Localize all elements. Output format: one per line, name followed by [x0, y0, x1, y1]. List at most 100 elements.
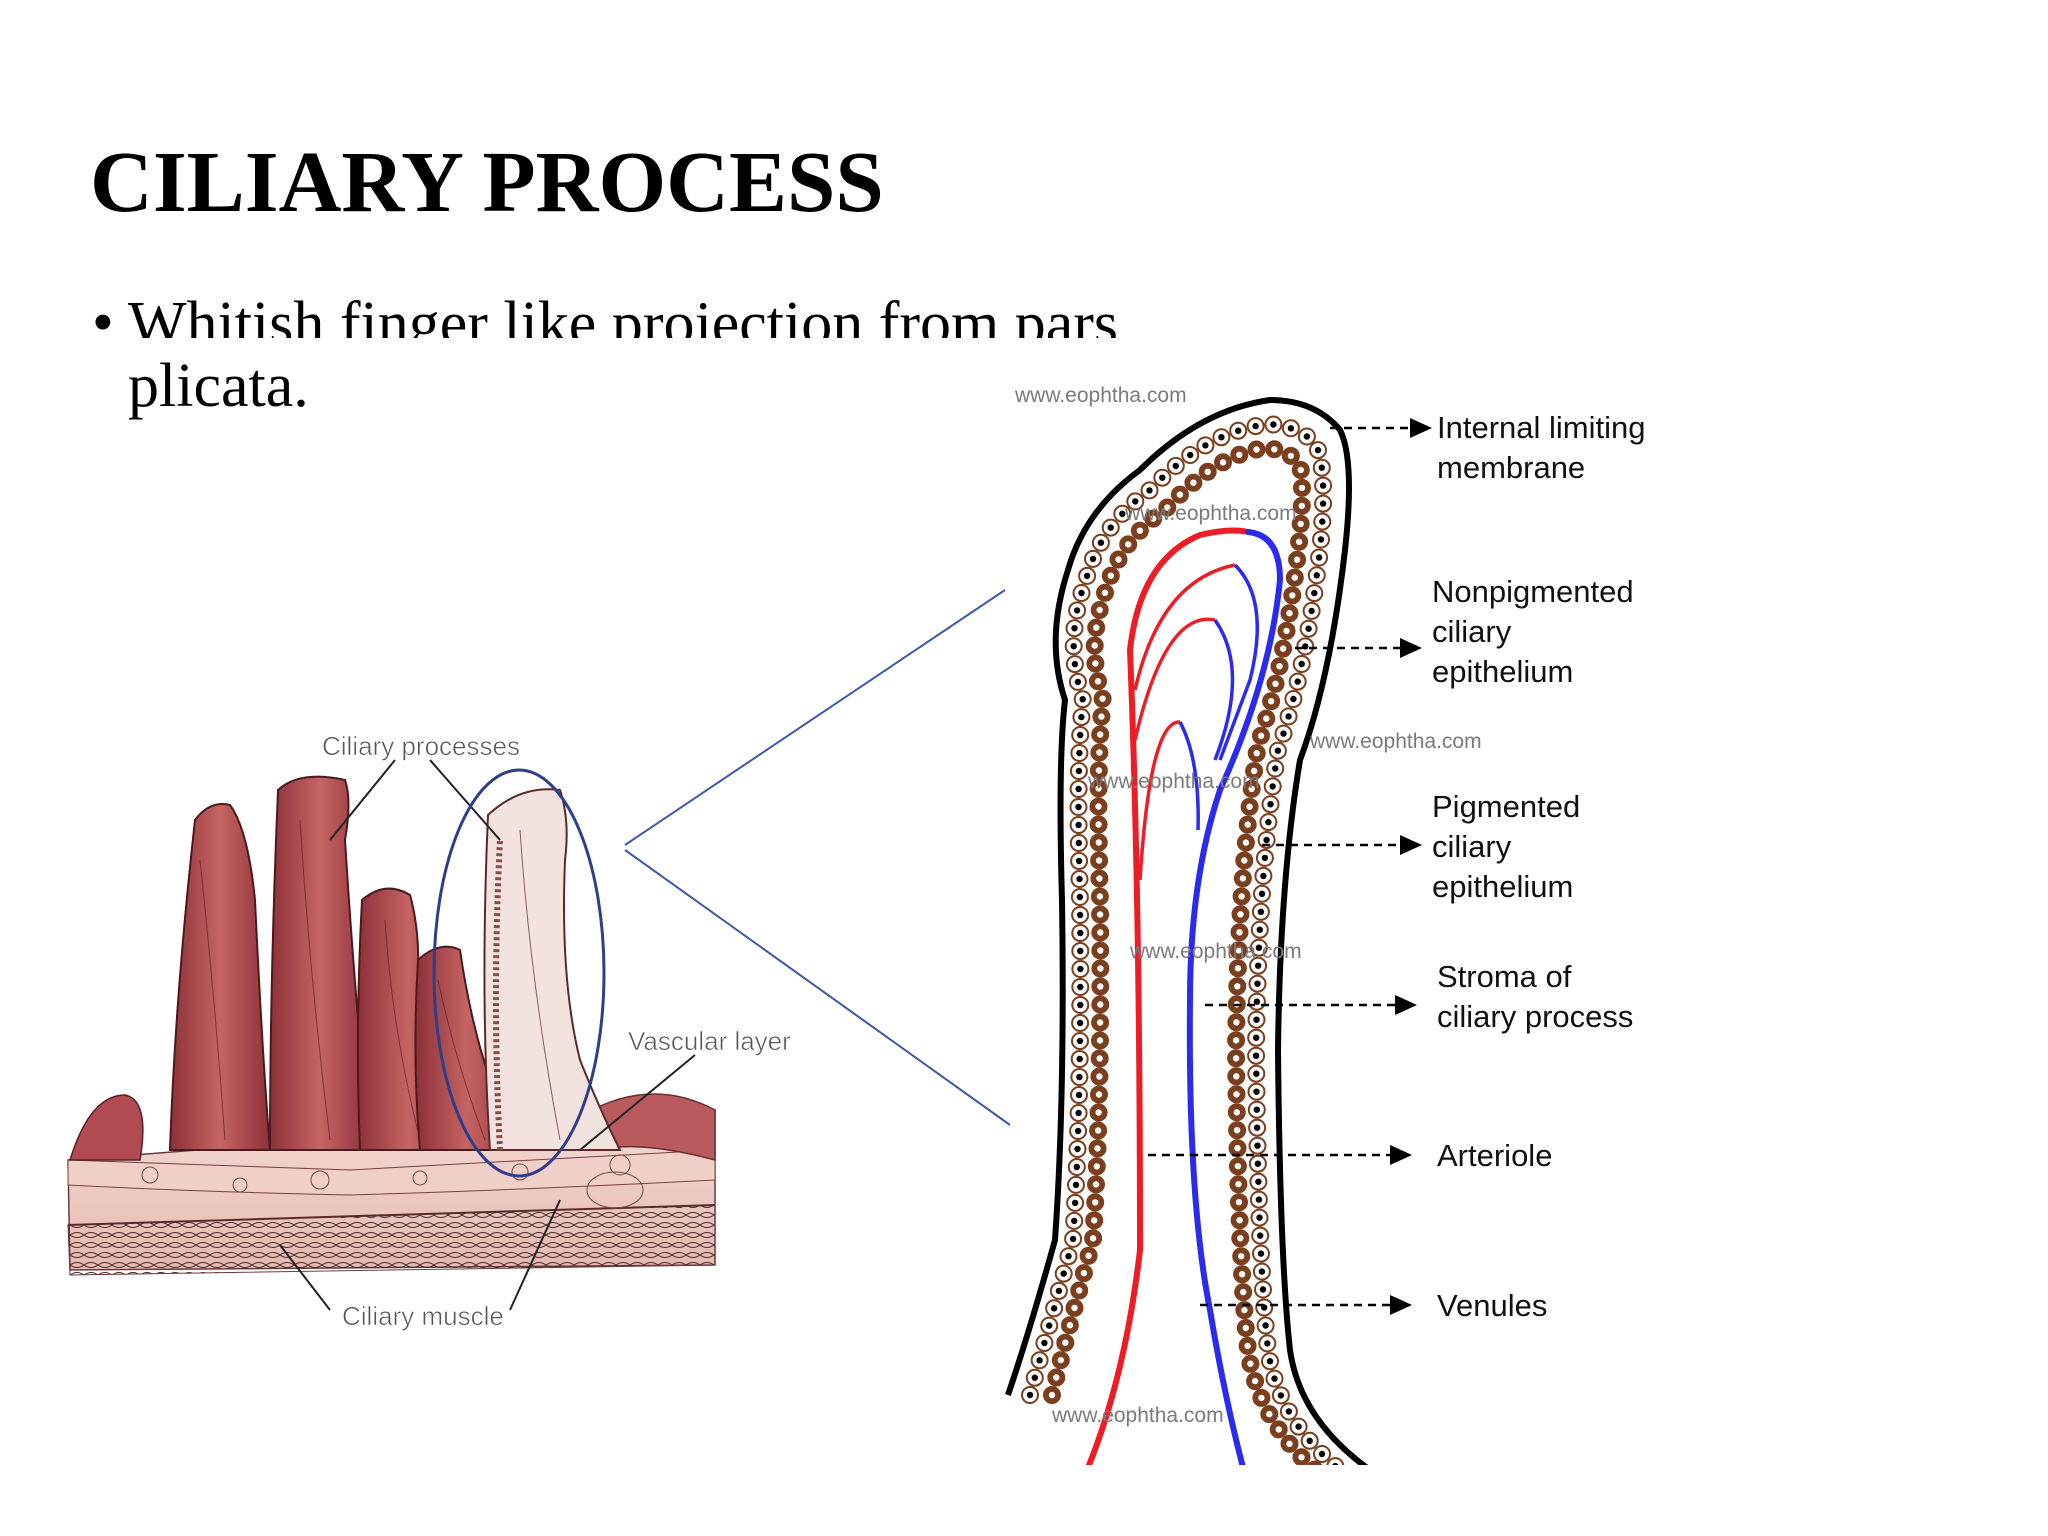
- cell-nucleus: [1260, 872, 1267, 880]
- cell-nucleus: [1093, 624, 1100, 631]
- cell-nucleus: [1076, 893, 1084, 901]
- cell-nucleus: [1297, 520, 1304, 528]
- cell-nucleus: [1266, 1410, 1273, 1418]
- cell-nucleus: [1293, 556, 1301, 563]
- cell-nucleus: [1095, 857, 1103, 864]
- watermark: www.eophtha.com: [1129, 940, 1302, 963]
- cell-nucleus: [1096, 1037, 1104, 1044]
- cell-nucleus: [1264, 1340, 1271, 1347]
- cell-nucleus: [1107, 572, 1115, 579]
- cell-nucleus: [1289, 592, 1296, 599]
- cell-nucleus: [1319, 500, 1327, 507]
- arteriole-branch: [1133, 617, 1216, 741]
- cell-nucleus: [1283, 627, 1290, 635]
- cell-nucleus: [1062, 1339, 1069, 1346]
- cell-nucleus: [1071, 1304, 1078, 1312]
- cell-nucleus: [1286, 1440, 1293, 1448]
- cell-nucleus: [1298, 484, 1306, 492]
- cell-nucleus: [1262, 1322, 1269, 1329]
- cell-nucleus: [1031, 1374, 1039, 1381]
- cell-nucleus: [1096, 875, 1103, 882]
- cell-nucleus: [1078, 589, 1085, 597]
- cell-nucleus: [1256, 1214, 1263, 1221]
- cell-nucleus: [1247, 1360, 1254, 1367]
- cell-nucleus: [1176, 491, 1184, 498]
- venule-line: [1186, 529, 1284, 1465]
- cell-nucleus: [1240, 1288, 1247, 1296]
- cell-nucleus: [1233, 1109, 1241, 1116]
- cell-nucleus: [1096, 606, 1103, 614]
- cell-nucleus: [1318, 464, 1326, 471]
- cell-nucleus: [1234, 1163, 1242, 1170]
- cell-nucleus: [1298, 502, 1306, 510]
- cell-nucleus: [1097, 965, 1104, 972]
- cell-nucleus: [1233, 1019, 1240, 1026]
- cell-nucleus: [1071, 1199, 1079, 1207]
- cell-nucleus: [1253, 1034, 1260, 1041]
- cell-nucleus: [1096, 1055, 1103, 1062]
- venule-branch: [1213, 618, 1235, 761]
- label-internal-limiting: Internal limiting: [1437, 410, 1645, 445]
- cell-nucleus: [1235, 947, 1242, 954]
- cell-nucleus: [1095, 839, 1103, 846]
- bullet-line-2: plicata.: [128, 352, 309, 420]
- cell-nucleus: [1266, 1358, 1274, 1365]
- cell-nucleus: [1261, 854, 1269, 862]
- cell-nucleus: [1248, 785, 1255, 793]
- cell-nucleus: [1242, 839, 1250, 846]
- cell-nucleus: [1091, 642, 1098, 649]
- cell-nucleus: [1075, 839, 1083, 847]
- watermark: www.eophtha.com: [1051, 1404, 1224, 1427]
- cell-nucleus: [1234, 1145, 1241, 1152]
- cell-nucleus: [1079, 696, 1086, 703]
- cell-nucleus: [1071, 1217, 1078, 1225]
- cell-nucleus: [1132, 498, 1139, 505]
- ciliary-processes-drawing: Ciliary processes Vascular layer Ciliary…: [67, 589, 1011, 1331]
- cell-nucleus: [1074, 1127, 1082, 1135]
- cell-nucleus: [1298, 660, 1305, 668]
- cell-nucleus: [1275, 1426, 1282, 1433]
- bullet-text: Whitish finger like projection from pars…: [128, 286, 1248, 424]
- label-venules: Venules: [1437, 1288, 1547, 1323]
- cell-nucleus: [1233, 1073, 1240, 1080]
- cell-nucleus: [1254, 980, 1261, 987]
- cell-nucleus: [1318, 1450, 1326, 1458]
- cell-nucleus: [1050, 1305, 1058, 1312]
- cell-nucleus: [1099, 695, 1106, 702]
- cell-nucleus: [1074, 1145, 1081, 1153]
- cell-nucleus: [1071, 625, 1078, 632]
- cell-nucleus: [1076, 1019, 1084, 1027]
- cell-nucleus: [1146, 487, 1153, 494]
- leader-line: [579, 1054, 696, 1151]
- cell-nucleus: [1287, 425, 1295, 432]
- label-stroma: Stroma of: [1437, 959, 1572, 994]
- cell-nucleus: [1308, 607, 1315, 615]
- cell-nucleus: [1057, 1356, 1065, 1364]
- cell-nucleus: [1253, 1088, 1260, 1095]
- bullet-line-1: Whitish finger like projection from pars: [128, 290, 1119, 338]
- cell-nucleus: [1092, 660, 1099, 667]
- schematic-labels: Internal limiting membrane Nonpigmented …: [1432, 410, 1645, 1323]
- cell-nucleus: [1257, 908, 1265, 915]
- cell-nucleus: [1302, 643, 1309, 650]
- cell-nucleus: [1091, 1217, 1098, 1224]
- cell-nucleus: [1287, 452, 1295, 460]
- slide-title: CILIARY PROCESS: [90, 133, 884, 230]
- cell-nucleus: [1076, 1073, 1083, 1081]
- cell-nucleus: [1253, 1016, 1260, 1023]
- cell-nucleus: [1254, 1160, 1262, 1167]
- arrow-heads: [1390, 418, 1432, 1315]
- cell-nucleus: [1094, 1145, 1101, 1152]
- cell-nucleus: [1101, 589, 1109, 596]
- cell-nucleus: [1097, 1001, 1104, 1008]
- cell-nucleus: [1097, 983, 1104, 990]
- watermark: www.eophtha.com: [1309, 730, 1482, 753]
- cell-nucleus: [1096, 893, 1104, 900]
- cell-nucleus: [1098, 713, 1105, 720]
- venule-branch: [1218, 563, 1259, 761]
- ciliary-process-schematic: [1005, 396, 1369, 1465]
- cell-nucleus: [1107, 524, 1114, 531]
- cell-nucleus: [1055, 1287, 1063, 1295]
- cell-nucleus: [1075, 821, 1082, 829]
